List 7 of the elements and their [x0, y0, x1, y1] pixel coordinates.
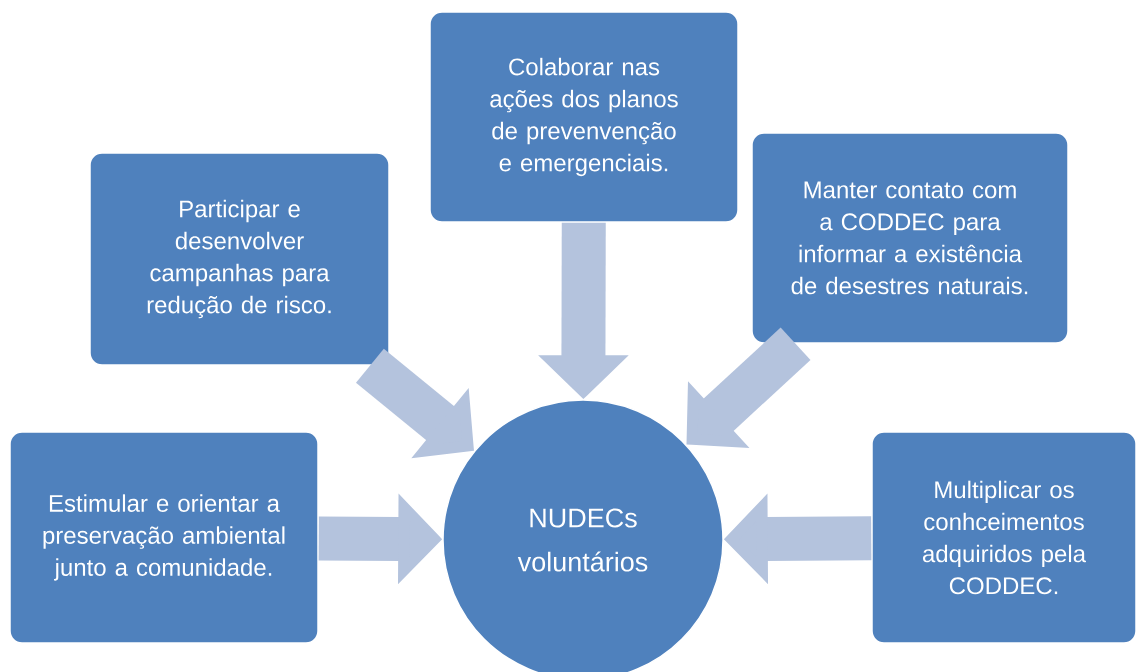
process-box: Estimular e orientar a preservação ambiental junto a comunidade.	[9, 431, 319, 644]
process-box: Manter contato com a CODDEC para informar a existência de desestres naturais.	[751, 132, 1069, 344]
process-box: Multiplicar os conhceimentos adquiridos pela CODDEC.	[871, 431, 1136, 644]
block-arrow	[686, 327, 811, 448]
process-box: Participar e desenvolver campanhas para redução de risco.	[89, 152, 390, 366]
process-box: Colaborar nas ações dos planos de prevenvenção e emergenciais.	[429, 11, 739, 223]
circle-node: NUDECs voluntários	[442, 399, 724, 672]
